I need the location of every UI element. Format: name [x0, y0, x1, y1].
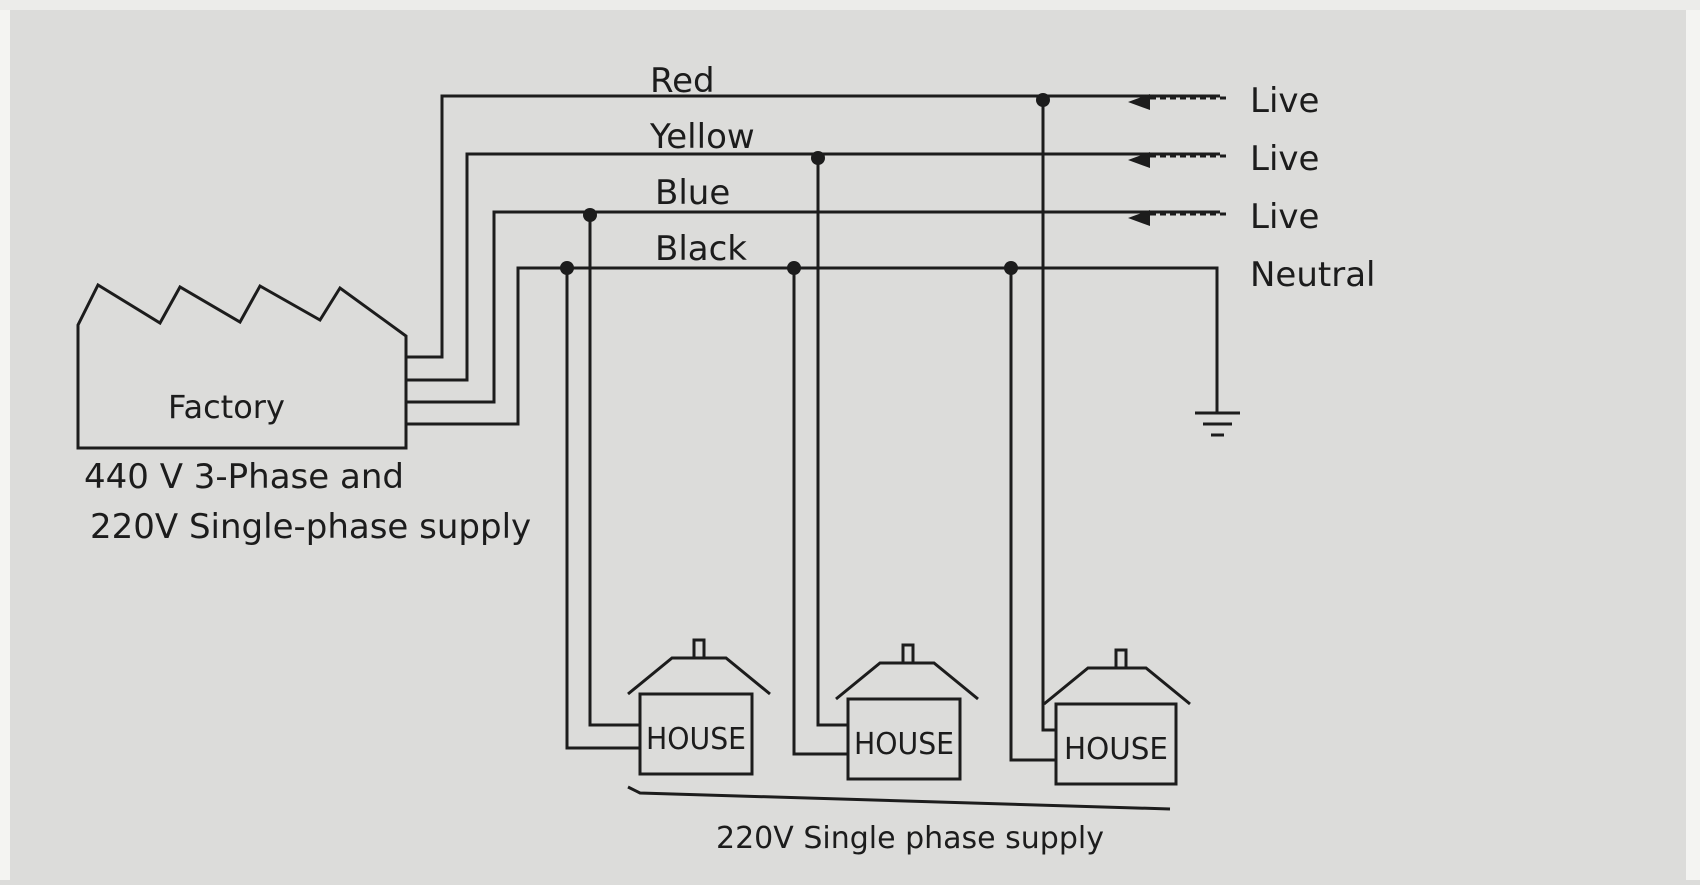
factory-supply-line-2: 220V Single-phase supply	[90, 507, 531, 547]
paper-edge-top	[0, 0, 1700, 10]
factory-supply-line-1: 440 V 3-Phase and	[84, 457, 404, 497]
house-3-icon	[1043, 648, 1191, 786]
terminal-label-live-3: Live	[1250, 197, 1319, 237]
arrow-icon	[1128, 210, 1150, 226]
wire-label-yellow: Yellow	[649, 117, 755, 157]
factory-label: Factory	[168, 388, 285, 426]
paper-edge-left	[0, 0, 10, 880]
house-2-icon	[835, 643, 979, 781]
junction-dots	[560, 93, 1050, 275]
house-1-label: HOUSE	[646, 722, 746, 757]
house-3-label: HOUSE	[1064, 732, 1168, 767]
wire-label-red: Red	[650, 61, 715, 101]
junction-dot	[787, 261, 801, 275]
factory-icon	[76, 282, 408, 450]
arrow-icon	[1128, 152, 1150, 168]
terminal-label-live-2: Live	[1250, 139, 1319, 179]
wire-blue	[406, 210, 1220, 404]
junction-dot	[1036, 93, 1050, 107]
wire-yellow	[406, 152, 1220, 382]
feed-arrows	[1128, 94, 1150, 226]
house-1-icon	[627, 638, 771, 776]
ground-icon	[1195, 411, 1240, 437]
terminal-label-live-1: Live	[1250, 81, 1319, 121]
wire-label-black: Black	[655, 229, 747, 269]
house-3-wires	[1009, 100, 1056, 762]
terminal-label-neutral: Neutral	[1250, 255, 1376, 295]
wire-label-blue: Blue	[655, 173, 730, 213]
wire-red	[406, 94, 1220, 359]
paper-edge-right	[1686, 0, 1700, 880]
house-1-wires	[565, 215, 640, 750]
wire-black	[406, 266, 1219, 426]
caption-underline	[627, 785, 1171, 811]
junction-dot	[560, 261, 574, 275]
junction-dot	[583, 208, 597, 222]
junction-dot	[811, 151, 825, 165]
house-2-wires	[792, 158, 848, 756]
arrow-icon	[1128, 94, 1150, 110]
junction-dot	[1004, 261, 1018, 275]
house-2-label: HOUSE	[854, 727, 954, 762]
supply-caption: 220V Single phase supply	[716, 821, 1104, 856]
feed-dashes	[1150, 96, 1230, 216]
